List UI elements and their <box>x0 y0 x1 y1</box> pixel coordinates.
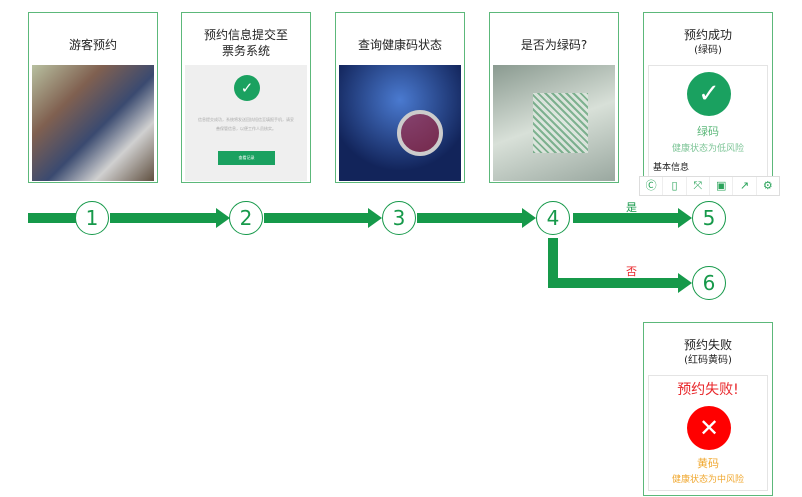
arrow-shaft <box>417 213 525 223</box>
step-number-6: 6 <box>692 266 726 300</box>
tablet-icon[interactable]: ▯ <box>663 177 687 195</box>
step-number-1: 1 <box>75 201 109 235</box>
code-label: 绿码 <box>697 125 719 138</box>
arrow-head <box>522 208 536 228</box>
branch-no-label: 否 <box>626 265 637 278</box>
code-label: 黄码 <box>697 457 719 470</box>
visitor-photo <box>32 65 154 181</box>
arrow-shaft-no <box>548 278 681 288</box>
step-title: 是否为绿码? <box>520 38 588 52</box>
status-text: 健康状态为中风险 <box>671 475 744 485</box>
step-number-5: 5 <box>692 201 726 235</box>
arrow-shaft <box>28 213 76 223</box>
arrow-head <box>678 208 692 228</box>
step-title: 预约失败 <box>683 338 732 352</box>
fullscreen-icon[interactable]: ⤧ <box>687 177 710 195</box>
image-toolbar: Ⓒ ▯ ⤧ ▣ ↗ ⚙ <box>639 176 780 196</box>
step-subtitle: (红码黄码) <box>684 355 732 366</box>
submit-success-screen: ✓ 信息提交成功，系统将发送回执短信至填报手机，请妥善保管信息，以便工作人员核实… <box>185 65 307 181</box>
yellow-code-panel: 预约失败! ✕ 黄码 健康状态为中风险 <box>648 375 768 491</box>
step-card-3: 查询健康码状态 <box>335 12 465 183</box>
green-code-panel: ✓ 绿码 健康状态为低风险 基本信息 <box>648 65 768 186</box>
check-icon: ✓ <box>234 75 260 101</box>
arrow-shaft-no <box>548 238 558 288</box>
arrow-head <box>216 208 230 228</box>
magnifier-icon <box>397 110 443 156</box>
step-card-1: 游客预约 <box>28 12 158 183</box>
save-icon[interactable]: ▣ <box>710 177 734 195</box>
step-card-6: 预约失败 (红码黄码) 预约失败! ✕ 黄码 健康状态为中风险 <box>643 322 773 496</box>
step-number-2: 2 <box>229 201 263 235</box>
step-number-4: 4 <box>536 201 570 235</box>
step-title: 预约成功 <box>683 28 732 42</box>
basic-info-label: 基本信息 <box>653 163 690 173</box>
step-number-3: 3 <box>382 201 416 235</box>
arrow-shaft <box>110 213 218 223</box>
step-card-5: 预约成功 (绿码) ✓ 绿码 健康状态为低风险 基本信息 <box>643 12 773 187</box>
qr-code-photo <box>493 65 615 181</box>
step-card-4: 是否为绿码? <box>489 12 619 183</box>
branch-yes-label: 是 <box>626 201 637 214</box>
arrow-shaft <box>264 213 372 223</box>
ocr-icon[interactable]: Ⓒ <box>640 177 664 195</box>
health-query-image <box>339 65 461 181</box>
qr-code-icon <box>533 93 588 153</box>
view-records-button: 查看记录 <box>218 151 275 165</box>
step-title: 游客预约 <box>68 38 117 52</box>
status-text: 健康状态为低风险 <box>671 144 744 154</box>
step-title: 查询健康码状态 <box>357 38 442 52</box>
screen-text: 信息提交成功，系统将发送回执短信至填报手机，请妥善保管信息，以便工作人员核实。 <box>198 117 294 131</box>
share-icon[interactable]: ↗ <box>733 177 757 195</box>
step-subtitle: (绿码) <box>694 45 722 56</box>
step-title: 预约信息提交至 票务系统 <box>203 28 288 58</box>
failure-headline: 预约失败! <box>677 382 739 398</box>
settings-icon[interactable]: ⚙ <box>762 179 773 192</box>
check-circle-icon: ✓ <box>687 72 731 116</box>
arrow-shaft-yes <box>573 213 681 223</box>
arrow-head <box>678 273 692 293</box>
close-circle-icon: ✕ <box>687 406 731 450</box>
step-card-2: 预约信息提交至 票务系统 ✓ 信息提交成功，系统将发送回执短信至填报手机，请妥善… <box>181 12 311 183</box>
arrow-head <box>368 208 382 228</box>
